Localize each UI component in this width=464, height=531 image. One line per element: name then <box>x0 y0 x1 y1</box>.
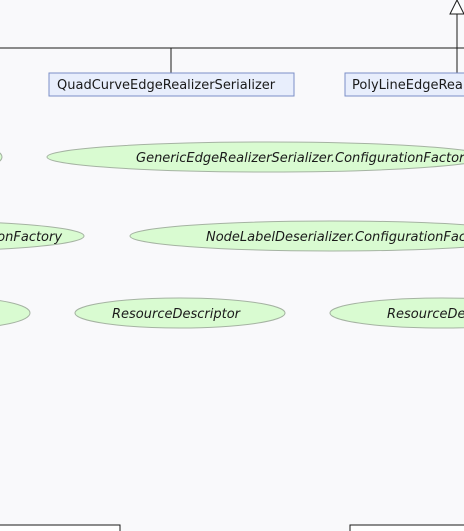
class-box-partial-bottom-left[interactable] <box>0 524 121 531</box>
inheritance-arrowhead-icon <box>449 0 464 15</box>
oval-label-generic: GenericEdgeRealizerSerializer.Configurat… <box>136 151 464 166</box>
oval-label-resource: ResourceDescriptor <box>112 307 242 322</box>
class-box-quad-curve-edge-realizer-serializer[interactable]: QuadCurveEdgeRealizerSerializer <box>48 72 295 97</box>
inheritance-edges <box>0 0 464 73</box>
oval-left-configuration-factory[interactable]: ConfigurationFactory <box>0 221 85 251</box>
oval-left-bg <box>0 222 85 250</box>
class-box-poly-bg <box>344 72 464 97</box>
class-label-quad: QuadCurveEdgeRealizerSerializer <box>57 78 276 93</box>
oval-nodelabel-configuration-factory[interactable]: NodeLabelDeserializer.ConfigurationFacto… <box>129 220 464 252</box>
oval-resource-bg <box>74 297 286 329</box>
class-box-quad-bg <box>48 72 295 97</box>
oval-resource-descriptor[interactable]: ResourceDescriptor <box>74 297 286 329</box>
oval-partial-left-row3[interactable] <box>0 298 31 328</box>
oval-generic-bg <box>46 141 464 173</box>
class-box-poly-line-edge-realizer-serializer[interactable]: PolyLineEdgeRealizerSerializer <box>344 72 464 97</box>
oval-partial-left-row1[interactable] <box>0 142 3 172</box>
class-label-poly: PolyLineEdgeRealizerSerializer <box>352 78 464 93</box>
oval-label-resource-right: ResourceDescriptor <box>387 307 464 322</box>
oval-generic-configuration-factory[interactable]: GenericEdgeRealizerSerializer.Configurat… <box>46 141 464 173</box>
oval-resource-right-bg <box>329 297 464 329</box>
oval-resource-descriptor-right[interactable]: ResourceDescriptor <box>329 297 464 329</box>
oval-label-left: ConfigurationFactory <box>0 230 62 245</box>
oval-label-nodelabel: NodeLabelDeserializer.ConfigurationFacto… <box>206 230 464 245</box>
oval-nodelabel-bg <box>129 220 464 252</box>
class-box-partial-bottom-right[interactable] <box>349 524 464 531</box>
